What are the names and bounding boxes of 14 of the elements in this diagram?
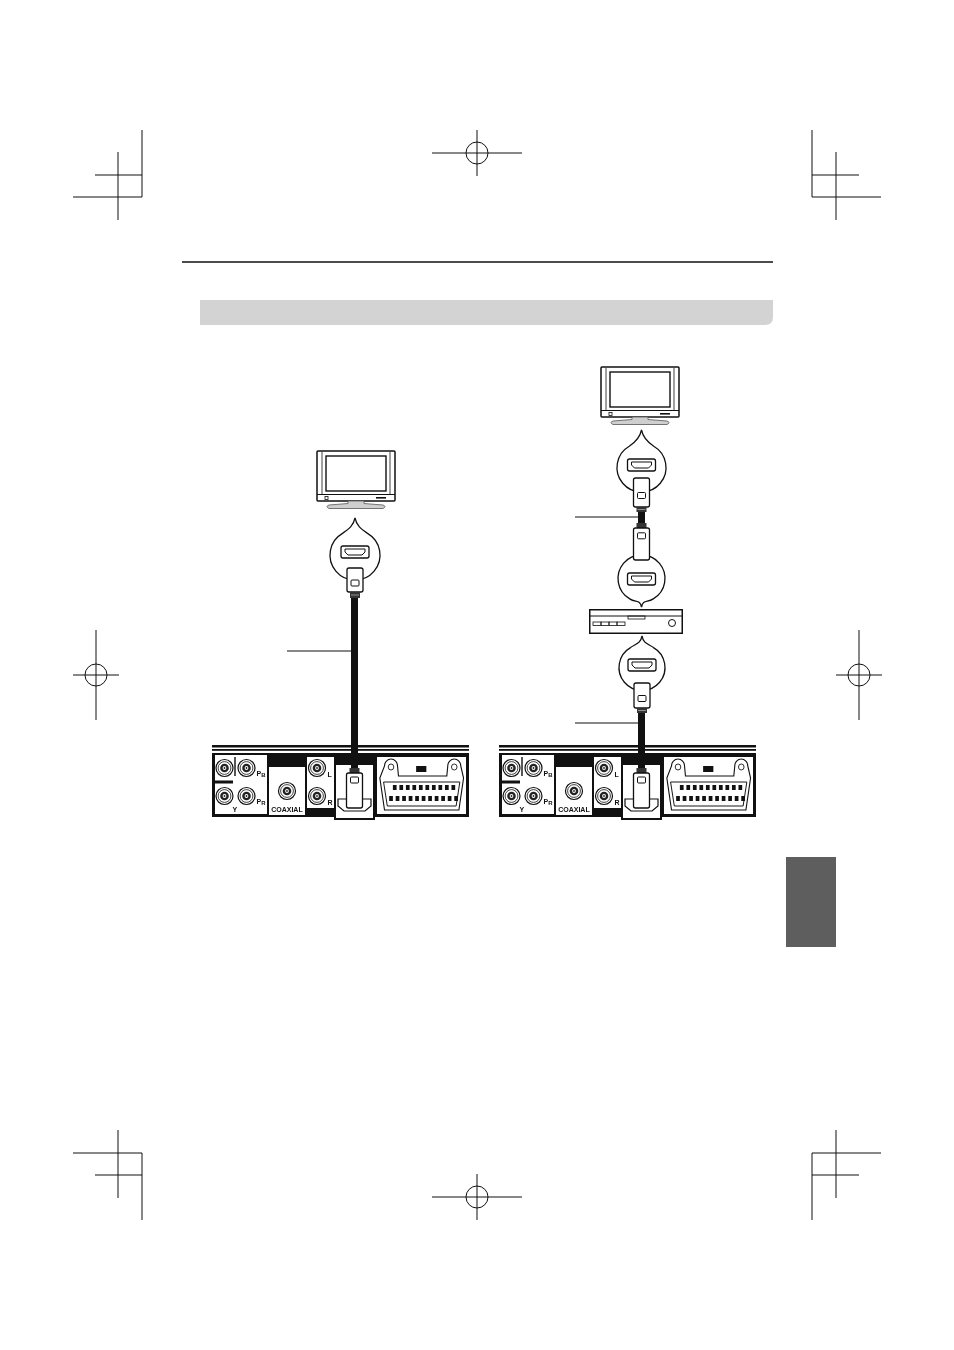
leader-line bbox=[574, 516, 639, 518]
port-callout bbox=[618, 523, 665, 608]
receiver-drawing bbox=[589, 609, 683, 634]
tv-drawing bbox=[316, 450, 396, 511]
hdmi-cable bbox=[638, 512, 645, 523]
port-callout bbox=[329, 517, 380, 598]
leader-line bbox=[574, 722, 639, 724]
hdmi-cable bbox=[351, 598, 358, 744]
port-callout bbox=[617, 429, 666, 512]
leader-line bbox=[286, 650, 352, 652]
port-callout bbox=[618, 635, 665, 713]
side-tab bbox=[786, 857, 836, 947]
tv-drawing bbox=[600, 366, 680, 427]
hdmi-cable bbox=[638, 713, 645, 744]
